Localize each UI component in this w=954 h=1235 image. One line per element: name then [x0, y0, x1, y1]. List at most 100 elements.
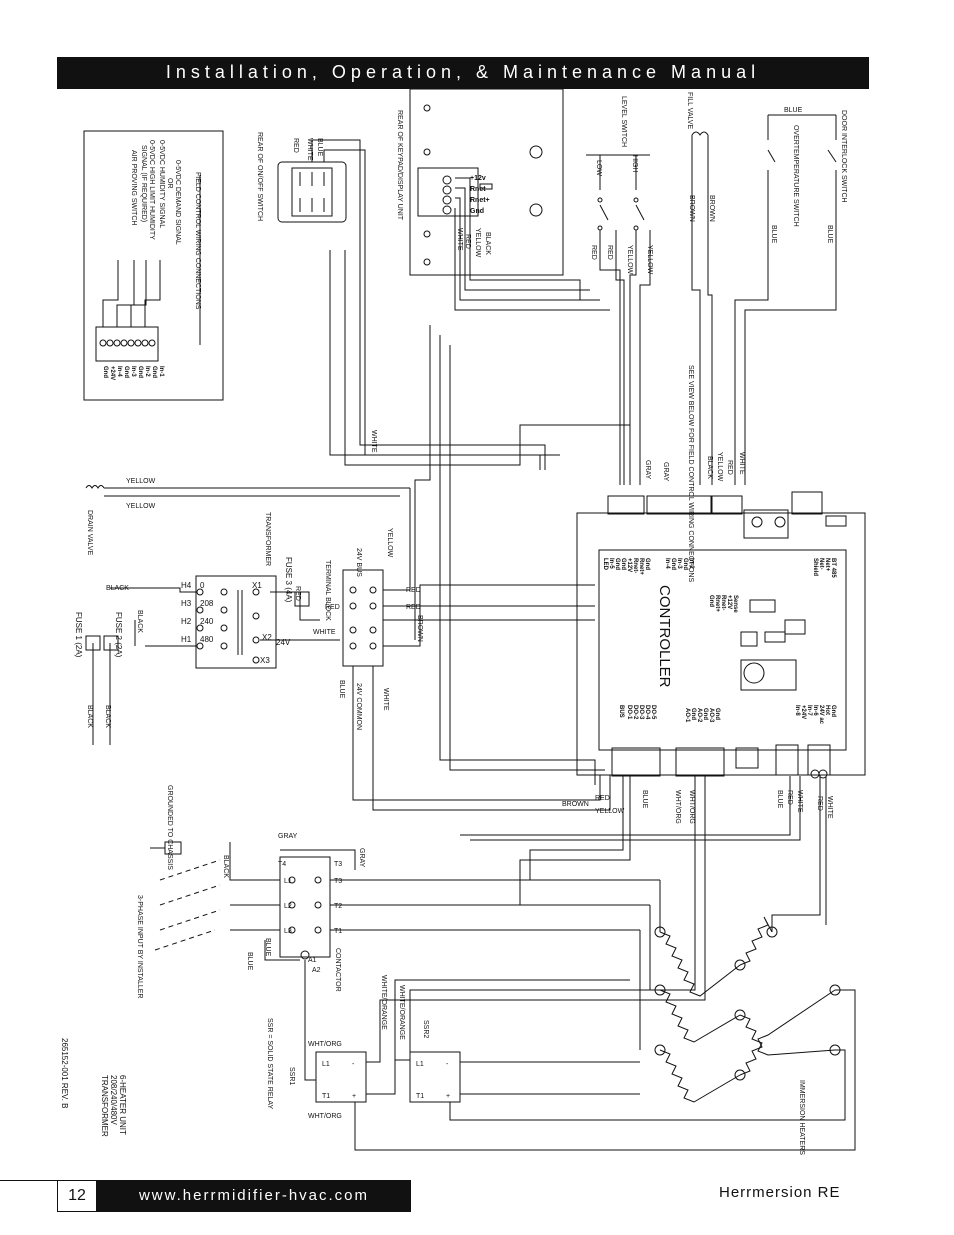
field-term-4: Gnd	[137, 366, 143, 378]
ssr1-pin-t1: T1	[322, 1093, 330, 1100]
on-off-switch	[277, 161, 347, 223]
contactor-a1: A1	[308, 957, 317, 964]
ctrl-pin: AO-1	[684, 708, 690, 723]
ssr-wire-white-orange-1: WHITE/ORANGE	[380, 975, 387, 1030]
door-interlock	[767, 114, 837, 163]
ctrl-top-wire-1: GRAY	[644, 460, 651, 480]
ssr2-pin-t1: T1	[416, 1093, 424, 1100]
controller-title: CONTROLLER	[656, 585, 673, 688]
ctrl-pin: Rnet-	[720, 595, 726, 610]
fill-wire-1: BROWN	[688, 195, 695, 222]
tb-wire-white: WHITE	[382, 688, 389, 711]
ctrl-pin: Gnd	[690, 708, 696, 720]
field-wiring-box	[83, 130, 224, 401]
ssr1-pin-l1: L1	[322, 1061, 330, 1068]
page-title: Installation, Operation, & Maintenance M…	[165, 62, 761, 82]
onoff-wire-blue: BLUE	[316, 138, 323, 157]
contactor-l1: L3	[284, 928, 292, 935]
page-number: 12	[57, 1180, 97, 1212]
door-top-wire: BLUE	[784, 107, 803, 114]
field-term-7: In-4	[116, 366, 122, 377]
out-24v: 24V	[276, 638, 291, 647]
ctrl-pin: Gnd	[830, 705, 836, 717]
ctrl-pin: BUS	[618, 705, 624, 718]
field-term-2: Gnd	[151, 366, 157, 378]
ctrl-pin: 24V ac	[818, 705, 824, 725]
keypad-term-3: Rnet+	[470, 197, 490, 204]
ground-label: GROUNDED TO CHASSIS	[166, 785, 173, 870]
keypad-term-2: Rnet-	[470, 186, 489, 193]
ctrl-pin: Gnd	[670, 558, 676, 570]
heaters-label: IMMERSION HEATERS	[798, 1080, 805, 1155]
ctrl-bottom-wire-red: RED	[595, 795, 610, 802]
fill-valve-title: FILL VALVE	[686, 92, 693, 130]
ctrl-pin: In-2	[688, 558, 694, 569]
terminal-block-common: 24V COMMON	[355, 683, 362, 730]
onoff-wire-white: WHITE	[306, 138, 313, 161]
ctrl-bottom-wire-white: WHITE	[796, 790, 803, 813]
ssr1-pin-plus: +	[352, 1093, 356, 1100]
website-url[interactable]: www.herrmidifier-hvac.com	[97, 1180, 411, 1212]
contactor-wire-blue-1: BLUE	[246, 952, 253, 971]
contactor-wire-blue-2: BLUE	[264, 938, 271, 957]
volt-208: 208	[200, 599, 214, 608]
ctrl-pin: Rnet+	[638, 558, 644, 575]
unit-note-3: TRANSFORMER	[100, 1075, 109, 1137]
xfmr-wire-black-1: BLACK	[106, 585, 129, 592]
contactor-wire-gray-1: GRAY	[278, 833, 298, 840]
tb-wire-white-2: WHITE	[370, 430, 377, 453]
unit-note-1: 6-HEATER UNIT	[118, 1075, 127, 1135]
field-line-6: AIR PROVING SWITCH	[130, 150, 137, 225]
ctrl-pin: In-3	[676, 558, 682, 569]
ctrl-pin: Net+	[824, 558, 830, 572]
level-wire-2: YELLOW	[626, 245, 633, 275]
xfmr-wire-white: WHITE	[313, 629, 336, 636]
onoff-wire-red: RED	[292, 138, 299, 153]
ctrl-pin: +12V	[626, 558, 632, 572]
contactor-wire-black: BLACK	[222, 855, 229, 878]
ctrl-pin: DO-1	[626, 705, 632, 720]
ssr2-pin-l1: L1	[416, 1061, 424, 1068]
ctrl-top-wire-3: BLACK	[706, 456, 713, 479]
ctrl-top-wire-6: WHITE	[738, 452, 745, 475]
field-term-9: Gnd	[102, 366, 108, 378]
ctrl-pin: Gnd	[620, 558, 626, 570]
tb-wire-red-2: RED	[406, 604, 421, 611]
contactor-l2: L2	[284, 903, 292, 910]
sec-x2: X2	[262, 633, 272, 642]
keypad-wire-black: BLACK	[484, 232, 491, 255]
xfmr-wire-black-4: BLACK	[104, 705, 111, 728]
field-line-2: OR	[166, 178, 173, 189]
ctrl-pin: Gnd	[708, 595, 714, 607]
ctrl-pin: In-7	[806, 705, 812, 716]
ssr2-label: SSR2	[422, 1020, 429, 1038]
field-line-1: 0-5VDC DEMAND SIGNAL	[174, 160, 181, 245]
ctrl-pin: DO-5	[650, 705, 656, 720]
ssr1-pin-minus: -	[352, 1061, 355, 1068]
ctrl-top-wire-2: GRAY	[662, 462, 669, 482]
contactor-t3-aux: T3	[334, 861, 342, 868]
contactor-t1: T1	[334, 928, 342, 935]
terminal-block	[342, 569, 384, 667]
contactor-title: CONTACTOR	[334, 948, 341, 992]
product-name: Herrmersion RE	[719, 1184, 841, 1201]
field-line-5: SIGNAL (IF REQUIRED)	[140, 145, 147, 222]
keypad-wire-yellow: YELLOW	[474, 228, 481, 258]
ctrl-bottom-wire-brown: BROWN	[562, 801, 589, 808]
immersion-heaters	[654, 916, 841, 1103]
volt-480: 480	[200, 635, 214, 644]
header-bar: Installation, Operation, & Maintenance M…	[57, 57, 869, 89]
tb-wire-yellow: YELLOW	[386, 528, 393, 558]
contactor-a2: A2	[312, 967, 321, 974]
door-wire-2: BLUE	[826, 225, 833, 244]
ssr2-pin-minus: -	[446, 1061, 449, 1068]
keypad-wire-red: RED	[464, 234, 471, 249]
ctrl-bottom-wire-whtorg-2: WHT/ORG	[688, 790, 695, 824]
door-wire-1: BLUE	[770, 225, 777, 244]
field-term-6: Gnd	[123, 366, 129, 378]
overtemp-title: OVERTEMPERATURE SWITCH	[792, 125, 799, 227]
ssr2-pin-plus: +	[446, 1093, 450, 1100]
tap-h2: H2	[181, 617, 192, 626]
keypad-term-1: +12v	[470, 175, 486, 182]
ssr-note: SSR = SOLID STATE RELAY	[266, 1018, 273, 1110]
